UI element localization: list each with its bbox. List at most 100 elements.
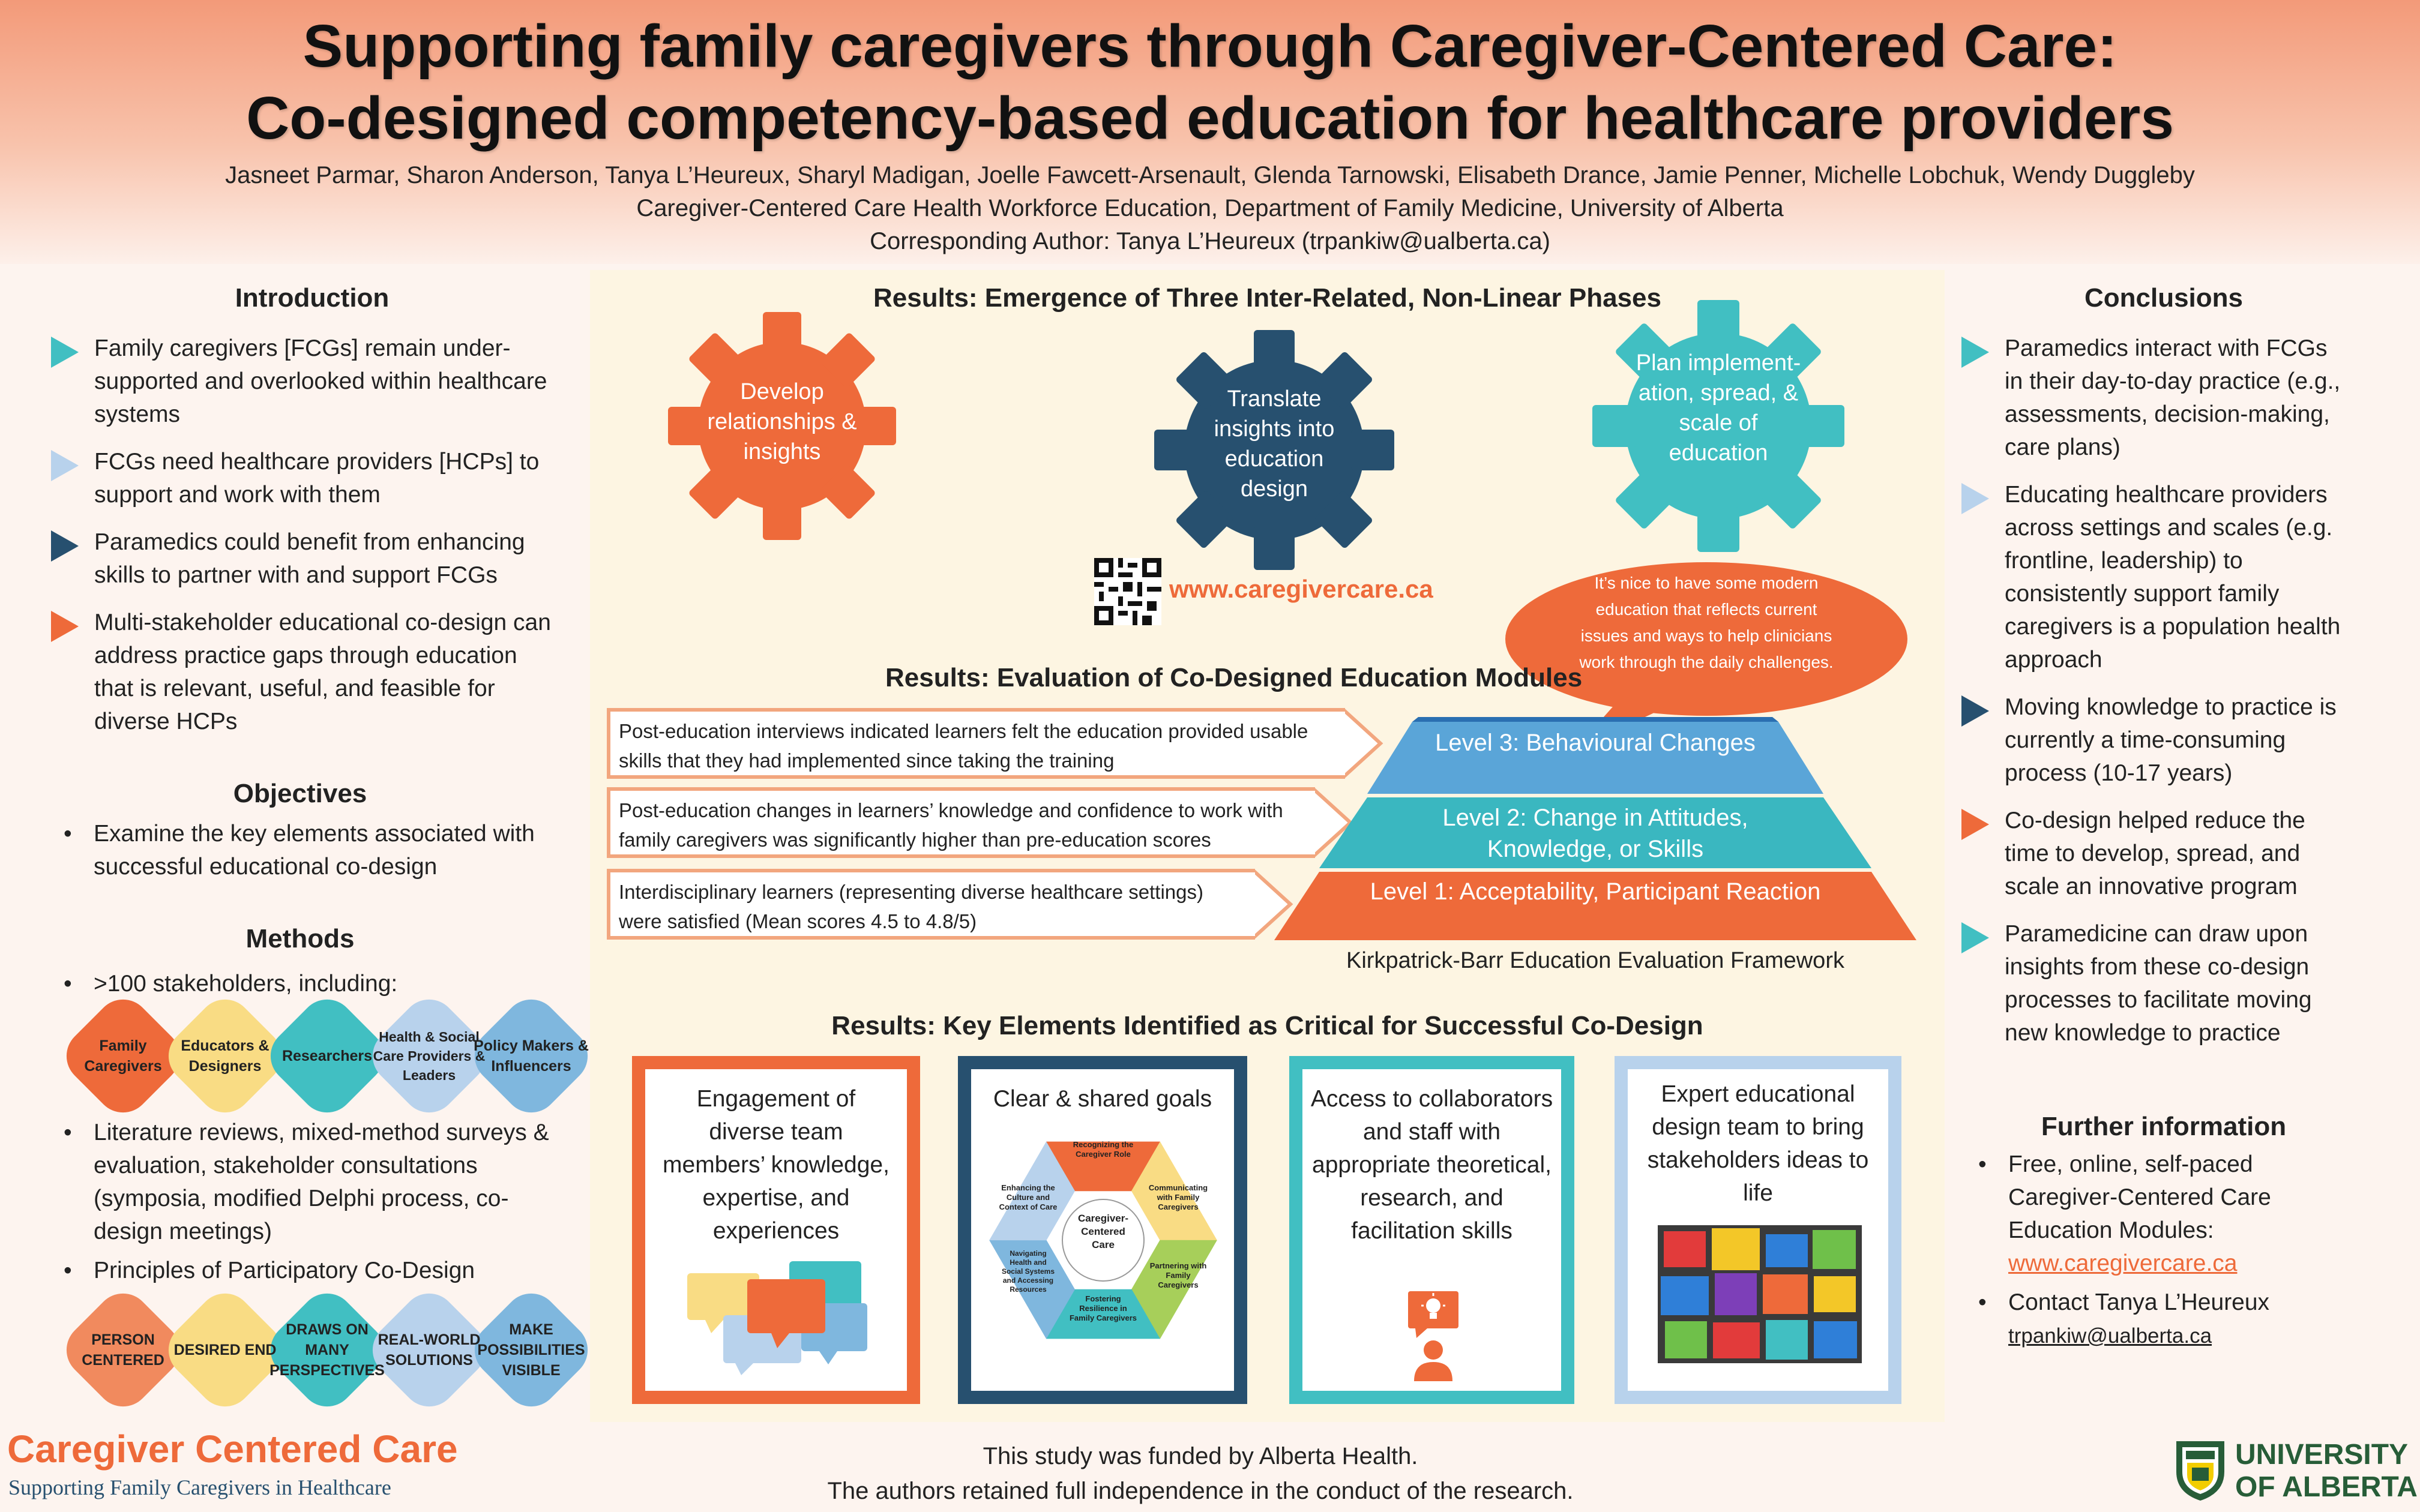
pyramid-level-3: Level 3: Behavioural Changes	[1435, 730, 1756, 756]
wheel-center-label: Caregiver-Centered Care	[1077, 1213, 1129, 1250]
light-blue-triangle-icon	[51, 450, 79, 481]
further-info-heading: Further information	[2041, 1112, 2287, 1141]
university-name-line1: UNIVERSITY	[2235, 1439, 2409, 1471]
person-idea-icon	[1408, 1291, 1458, 1381]
key-element-goals: Clear & shared goals Caregiver-Centered …	[958, 1056, 1247, 1404]
wheel-segment-label: Enhancing the Culture and Context of Car…	[999, 1183, 1058, 1211]
poster-title-line2: Co-designed competency-based education f…	[246, 85, 2174, 152]
author-list: Jasneet Parmar, Sharon Anderson, Tanya L…	[225, 162, 2195, 188]
stakeholder-providers: Health & Social Care Providers & Leaders	[361, 988, 498, 1124]
conclusion-item: Paramedics interact with FCGs in their d…	[1961, 332, 2352, 464]
principle-real-world: REAL-WORLD SOLUTIONS	[361, 1282, 498, 1418]
key-elements-heading: Results: Key Elements Identified as Crit…	[831, 1011, 1703, 1040]
funding-statement-2: The authors retained full independence i…	[827, 1478, 1574, 1504]
objectives-heading: Objectives	[233, 779, 367, 808]
intro-item: Paramedics could benefit from enhancing …	[51, 526, 555, 592]
teal-triangle-icon	[1961, 922, 1989, 953]
framework-caption: Kirkpatrick-Barr Education Evaluation Fr…	[1346, 948, 1844, 973]
key-element-access: Access to collaborators and staff with a…	[1289, 1056, 1574, 1404]
stakeholder-researchers: Researchers	[259, 988, 396, 1124]
gear-develop-icon	[668, 312, 896, 540]
funding-statement-1: This study was funded by Alberta Health.	[983, 1443, 1418, 1469]
objective-item: Examine the key elements associated with…	[60, 817, 564, 883]
conclusion-item: Co-design helped reduce the time to deve…	[1961, 804, 2352, 903]
pyramid-level-1: Level 1: Acceptability, Participant Reac…	[1370, 878, 1821, 905]
gear-translate-label: Translate insights into education design	[1214, 386, 1335, 502]
arrow-tip-icon	[1341, 708, 1383, 779]
methods-item-stakeholders: >100 stakeholders, including:	[60, 967, 564, 1006]
finding-item: Post-education changes in learners’ know…	[607, 787, 1315, 858]
conclusions-section: Paramedics interact with FCGs in their d…	[1961, 332, 2352, 1064]
poster-title-line1: Supporting family caregivers through Car…	[302, 13, 2118, 80]
principle-many-perspectives: DRAWS ON MANY PERSPECTIVES	[259, 1282, 396, 1418]
stakeholder-family-caregivers: Family Caregivers	[55, 988, 191, 1124]
principle-desired-end: DESIRED END	[157, 1282, 293, 1418]
phases-heading: Results: Emergence of Three Inter-Relate…	[873, 283, 1662, 313]
conclusion-item: Moving knowledge to practice is currentl…	[1961, 691, 2352, 790]
results-panel: Results: Emergence of Three Inter-Relate…	[590, 270, 1945, 1422]
orange-triangle-icon	[51, 611, 79, 642]
principle-diamonds: PERSON CENTERED DESIRED END DRAWS ON MAN…	[55, 1282, 600, 1431]
principle-person-centered: PERSON CENTERED	[55, 1282, 191, 1418]
stakeholder-policy-makers: Policy Makers & Influencers	[463, 988, 600, 1124]
stakeholder-diamonds: Family Caregivers Educators & Designers …	[55, 988, 600, 1137]
corresponding-author: Corresponding Author: Tanya L’Heureux (t…	[870, 228, 1550, 254]
university-name-line2: OF ALBERTA	[2235, 1471, 2418, 1503]
introduction-heading: Introduction	[235, 283, 390, 313]
kirkpatrick-pyramid	[1274, 717, 1916, 940]
gear-plan-label: Plan implement-ation, spread, & scale of…	[1636, 350, 1801, 466]
navy-triangle-icon	[51, 530, 79, 562]
evaluation-heading: Results: Evaluation of Co-Designed Educa…	[885, 663, 1583, 692]
methods-item: Literature reviews, mixed-method surveys…	[60, 1116, 570, 1248]
building-blocks-image	[1658, 1225, 1862, 1363]
further-info-section: Free, online, self-paced Caregiver-Cente…	[1975, 1148, 2359, 1358]
contact-email-link[interactable]: trpankiw@ualberta.ca	[2008, 1324, 2212, 1348]
intro-item: Family caregivers [FCGs] remain under-su…	[51, 332, 555, 431]
further-info-item: Free, online, self-paced Caregiver-Cente…	[1975, 1148, 2359, 1280]
wheel-segment-label: Navigating Health and Social Systems and…	[1001, 1249, 1055, 1294]
teal-triangle-icon	[51, 337, 79, 368]
cgc-competency-wheel	[989, 1141, 1217, 1339]
qr-code-icon[interactable]	[1094, 558, 1161, 625]
introduction-section: Family caregivers [FCGs] remain under-su…	[51, 332, 555, 752]
light-blue-triangle-icon	[1961, 483, 1989, 514]
key-element-engagement: Engagement of diverse team members’ know…	[632, 1056, 920, 1404]
further-info-item: Contact Tanya L’Heureuxtrpankiw@ualberta…	[1975, 1286, 2359, 1352]
ccc-brand-logo: Caregiver Centered Care	[7, 1427, 458, 1471]
pyramid-level-2: Level 2: Change in Attitudes, Knowledge,…	[1442, 805, 1748, 862]
finding-item: Interdisciplinary learners (representing…	[607, 869, 1255, 940]
ccc-tagline: Supporting Family Caregivers in Healthca…	[8, 1475, 391, 1499]
quote-text: It’s nice to have some modern education …	[1579, 574, 1834, 671]
conclusion-item: Paramedicine can draw upon insights from…	[1961, 917, 2352, 1049]
intro-item: Multi-stakeholder educational co-design …	[51, 606, 555, 738]
gear-plan-icon	[1592, 300, 1844, 552]
gear-translate-icon	[1154, 330, 1394, 570]
speech-bubbles-icon	[687, 1261, 867, 1375]
modules-link[interactable]: www.caregivercare.ca	[2008, 1250, 2238, 1276]
wheel-segment-label: Partnering with Family Caregivers	[1149, 1261, 1207, 1289]
affiliation: Caregiver-Centered Care Health Workforce…	[636, 195, 1784, 221]
navy-triangle-icon	[1961, 695, 1989, 727]
conclusion-item: Educating healthcare providers across se…	[1961, 478, 2352, 676]
website-link[interactable]: www.caregivercare.ca	[1169, 575, 1433, 603]
teal-triangle-icon	[1961, 337, 1989, 368]
intro-item: FCGs need healthcare providers [HCPs] to…	[51, 445, 555, 511]
wheel-segment-label: Recognizing the Caregiver Role	[1073, 1140, 1134, 1159]
conclusions-heading: Conclusions	[2084, 283, 2244, 313]
arrow-tip-icon	[1311, 787, 1353, 858]
wheel-segment-label: Communicating with Family Caregivers	[1148, 1183, 1208, 1211]
methods-item: Principles of Participatory Co-Design	[60, 1254, 570, 1287]
methods-items: Literature reviews, mixed-method surveys…	[60, 1116, 570, 1293]
arrow-tip-icon	[1251, 869, 1293, 940]
key-element-design-team: Expert educational design team to bring …	[1615, 1056, 1901, 1404]
principle-visible: MAKE POSSIBILITIES VISIBLE	[463, 1282, 600, 1418]
university-shield-icon	[2176, 1441, 2224, 1501]
wheel-segment-label: Fostering Resilience in Family Caregiver…	[1069, 1294, 1137, 1322]
gear-develop-label: Develop relationships & insights	[707, 379, 857, 464]
orange-triangle-icon	[1961, 809, 1989, 840]
methods-heading: Methods	[245, 924, 355, 953]
stakeholder-educators: Educators & Designers	[157, 988, 293, 1124]
objectives-section: Examine the key elements associated with…	[60, 817, 564, 889]
poster-header: Supporting family caregivers through Car…	[0, 0, 2420, 264]
finding-item: Post-education interviews indicated lear…	[607, 708, 1345, 779]
